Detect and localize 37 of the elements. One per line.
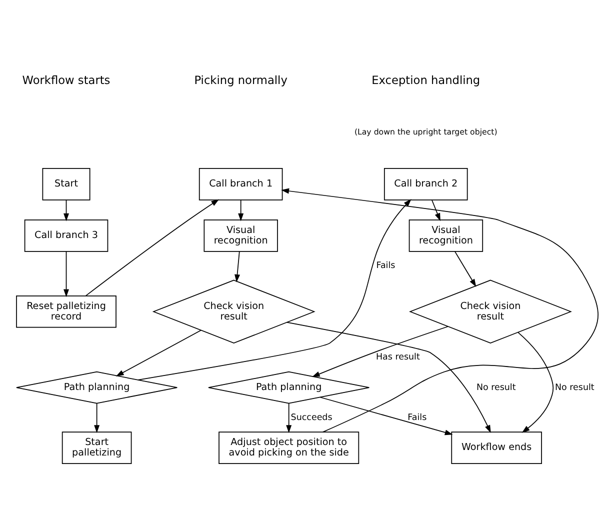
arrow: [281, 188, 598, 432]
arrow: [86, 198, 220, 296]
arrow: [64, 250, 70, 297]
node-box: Visual recognition: [204, 219, 278, 252]
arrow: [64, 199, 70, 221]
arrow: [116, 329, 202, 376]
edge-label: Has result: [376, 352, 420, 362]
edge-label: Fails: [408, 412, 427, 422]
arrow: [286, 321, 491, 432]
node-box: Reset palletizing record: [16, 294, 116, 328]
node-diamond: Check vision result: [152, 279, 316, 344]
node-box: Call branch 2: [384, 168, 468, 200]
arrow: [431, 199, 440, 221]
edge-label: No result: [476, 382, 516, 392]
edge-label: No result: [555, 382, 594, 392]
node-box: Visual recognition: [408, 219, 484, 252]
arrow: [94, 402, 100, 433]
node-box: Start: [42, 168, 90, 200]
node-box: Workflow ends: [451, 431, 542, 464]
arrow: [454, 250, 476, 286]
arrow: [320, 396, 453, 435]
arrow: [138, 198, 412, 380]
label: (Lay down the upright target object): [354, 127, 498, 136]
edge-label: Succeeds: [290, 412, 332, 422]
node-box: Start palletizing: [62, 431, 132, 464]
arrow: [238, 199, 244, 221]
node-box: Call branch 1: [198, 168, 283, 200]
label: Picking normally: [194, 72, 288, 87]
arrow: [312, 326, 448, 377]
node-box: Call branch 3: [24, 219, 108, 252]
node-box: Adjust object position to avoid picking on the side: [218, 431, 360, 464]
label: Workflow starts: [22, 72, 110, 87]
arrow: [286, 402, 292, 433]
label: Exception handling: [372, 72, 480, 87]
arrow: [518, 331, 554, 432]
arrow: [234, 250, 240, 282]
edge-label: Fails: [376, 260, 396, 270]
